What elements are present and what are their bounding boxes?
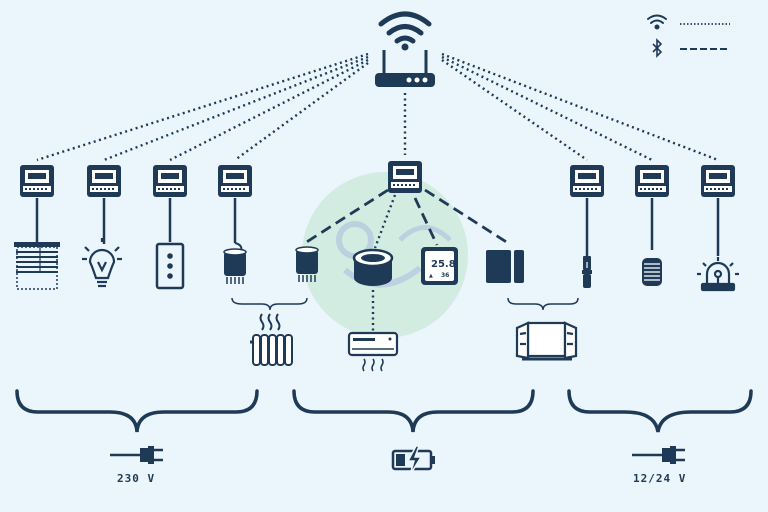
group-label-12-24v: 12/24 V <box>633 472 686 485</box>
module-4 <box>217 164 253 198</box>
module-gateway <box>387 160 423 194</box>
brace-12-24v <box>567 389 753 433</box>
module-7 <box>700 164 736 198</box>
module-3 <box>152 164 188 198</box>
legend-wifi-icon <box>647 14 667 30</box>
wifi-router <box>375 11 435 87</box>
power-plug-icon <box>110 446 163 464</box>
alarm-siren-icon <box>697 257 739 292</box>
air-conditioner-icon <box>347 331 399 372</box>
thermostat-humidity-icon: ▲ <box>429 273 433 279</box>
power-plug-icon-low-voltage <box>632 446 685 464</box>
module-6 <box>634 164 670 198</box>
temperature-probe-icon <box>582 256 592 288</box>
legend <box>647 14 730 58</box>
wifi-links <box>36 52 719 333</box>
group-braces <box>15 389 753 433</box>
bluetooth-links <box>304 188 509 246</box>
valves-brace <box>231 297 308 311</box>
thermostat-temperature: 25.8 <box>431 259 456 270</box>
light-bulb-icon <box>82 238 122 288</box>
radiator-valve-wired-icon <box>223 242 247 284</box>
legend-bluetooth-icon <box>652 38 663 58</box>
radiator-icon <box>250 313 293 366</box>
thermostat-humidity: 36 <box>441 272 449 279</box>
brace-230v <box>15 389 259 433</box>
smart-hub-icon <box>352 248 394 286</box>
open-window-icon <box>515 321 578 361</box>
roller-blind-icon <box>14 242 60 290</box>
wall-outlet-icon <box>155 242 185 290</box>
buzzer-sensor-icon <box>642 258 662 286</box>
wifi-icon <box>378 11 432 44</box>
battery-icon <box>391 445 435 476</box>
radiator-valve-wireless-icon <box>295 246 319 282</box>
group-label-230v: 230 V <box>117 472 155 485</box>
module-5 <box>569 164 605 198</box>
module-2 <box>86 164 122 198</box>
contact-sensor-icon <box>486 250 524 283</box>
window-brace <box>507 297 579 311</box>
brace-battery <box>292 389 535 433</box>
module-1 <box>19 164 55 198</box>
thermostat-display: 25.8 36 ▲ <box>421 247 458 285</box>
